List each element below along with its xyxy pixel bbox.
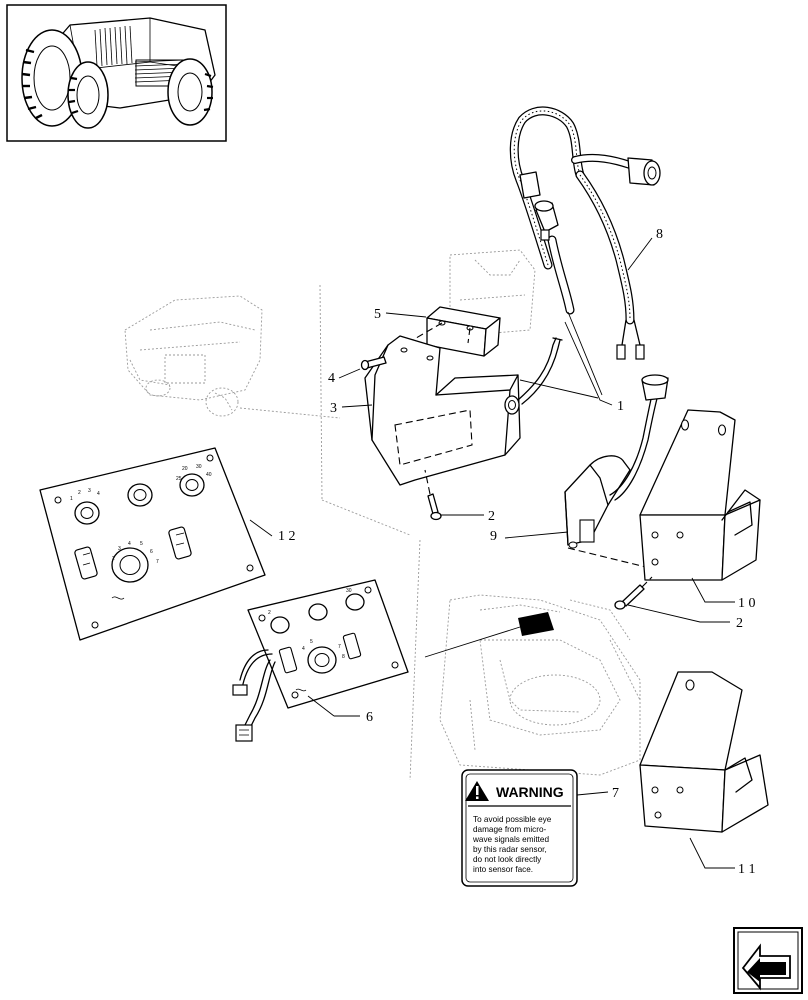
- warning-triangle-icon: [465, 781, 489, 801]
- svg-text:2: 2: [268, 610, 271, 616]
- svg-text:8: 8: [342, 654, 345, 660]
- callout-2-lower: 2: [736, 616, 743, 631]
- callout-1: 1: [617, 399, 624, 414]
- ghost-tractor-left: [124, 295, 263, 417]
- svg-text:5: 5: [140, 541, 143, 547]
- part-2-bolt-upper[interactable]: [424, 469, 442, 521]
- callouts: 5 4 3 2 9 1 8 1 2 6 7 1 0 2 1 1: [278, 227, 756, 877]
- svg-text:4: 4: [302, 646, 305, 652]
- svg-text:3: 3: [88, 488, 91, 494]
- callout-7: 7: [612, 786, 619, 801]
- warning-line-5: do not look directly: [473, 855, 542, 864]
- part-5-spacer[interactable]: [391, 306, 501, 357]
- ghost-bracket-background: [449, 249, 536, 336]
- part-9-radar-sensor[interactable]: [564, 374, 669, 569]
- callout-5: 5: [374, 307, 381, 322]
- callout-2-upper: 2: [488, 509, 495, 524]
- svg-text:30: 30: [196, 464, 202, 470]
- warning-line-2: damage from micro-: [473, 825, 547, 834]
- warning-line-6: into sensor face.: [473, 865, 533, 874]
- callout-8: 8: [656, 227, 663, 242]
- svg-text:6: 6: [150, 549, 153, 555]
- callout-4: 4: [328, 371, 335, 386]
- svg-text:25: 25: [176, 476, 182, 482]
- callout-6: 6: [366, 710, 373, 725]
- leader-lines: [249, 237, 735, 869]
- warning-line-1: To avoid possible eye: [473, 815, 552, 824]
- section-divider-lines: [239, 284, 421, 781]
- part-2-bolt-lower[interactable]: [614, 576, 653, 610]
- callout-11: 1 2: [278, 529, 296, 544]
- callout-12: 1 1: [738, 862, 756, 877]
- part-10-mounting-plate[interactable]: [639, 409, 761, 581]
- svg-text:2: 2: [78, 490, 81, 496]
- callout-10: 1 0: [738, 596, 756, 611]
- part-4-screw[interactable]: [360, 356, 387, 371]
- svg-text:4: 4: [97, 491, 100, 497]
- part-1-harness[interactable]: [509, 106, 661, 360]
- warning-title: WARNING: [496, 784, 564, 800]
- svg-text:1: 1: [70, 496, 73, 502]
- svg-text:7: 7: [338, 644, 341, 650]
- next-page-arrow-icon[interactable]: [733, 927, 803, 994]
- part-12-mounting-plate[interactable]: [639, 671, 769, 833]
- svg-text:3: 3: [118, 546, 121, 552]
- svg-text:30: 30: [346, 588, 352, 594]
- svg-text:7: 7: [156, 559, 159, 565]
- svg-text:20: 20: [182, 466, 188, 472]
- ghost-cab-interior: [424, 594, 641, 776]
- tractor-thumbnail-icon[interactable]: [6, 4, 227, 142]
- svg-text:4: 4: [128, 541, 131, 547]
- callout-3: 3: [330, 401, 337, 416]
- callout-9: 9: [490, 529, 497, 544]
- svg-text:2: 2: [112, 556, 115, 562]
- svg-text:5: 5: [310, 639, 313, 645]
- part-3-bracket[interactable]: [364, 335, 563, 486]
- svg-text:40: 40: [206, 472, 212, 478]
- warning-line-4: by this radar sensor,: [473, 845, 547, 854]
- warning-line-3: wave signals emitted: [472, 835, 549, 844]
- part-7-warning-label[interactable]: WARNING To avoid possible eye damage fro…: [461, 769, 578, 887]
- part-6-control-panel[interactable]: 2 30 45 78: [232, 579, 409, 742]
